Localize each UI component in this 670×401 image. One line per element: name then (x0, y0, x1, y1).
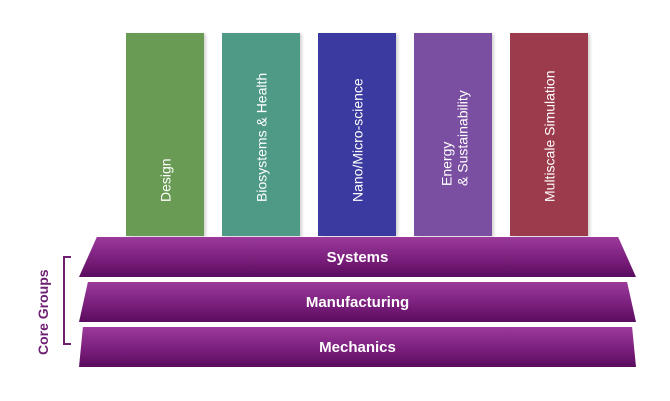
pillar-biosystems-health: Biosystems & Health (222, 33, 300, 236)
tier-label: Mechanics (319, 338, 396, 356)
tier-mechanics: Mechanics (79, 327, 636, 367)
core-groups-bracket (63, 256, 71, 345)
pillar-label: Energy & Sustainability (438, 90, 471, 186)
pillar-multiscale-simulation: Multiscale Simulation (510, 33, 588, 236)
pillar-nano-micro-science: Nano/Micro-science (318, 33, 396, 236)
pillar-energy-sustainability: Energy & Sustainability (414, 33, 492, 236)
pillar-label: Nano/Micro-science (349, 78, 366, 202)
tier-systems: Systems (79, 237, 636, 277)
pillar-design: Design (126, 33, 204, 236)
tier-manufacturing: Manufacturing (79, 282, 636, 322)
pillar-label: Multiscale Simulation (541, 70, 558, 203)
core-groups-label: Core Groups (35, 269, 51, 355)
tier-label: Systems (326, 248, 389, 266)
tier-label: Manufacturing (305, 293, 410, 311)
pillar-label: Design (157, 158, 174, 202)
pillar-label: Biosystems & Health (253, 72, 270, 202)
